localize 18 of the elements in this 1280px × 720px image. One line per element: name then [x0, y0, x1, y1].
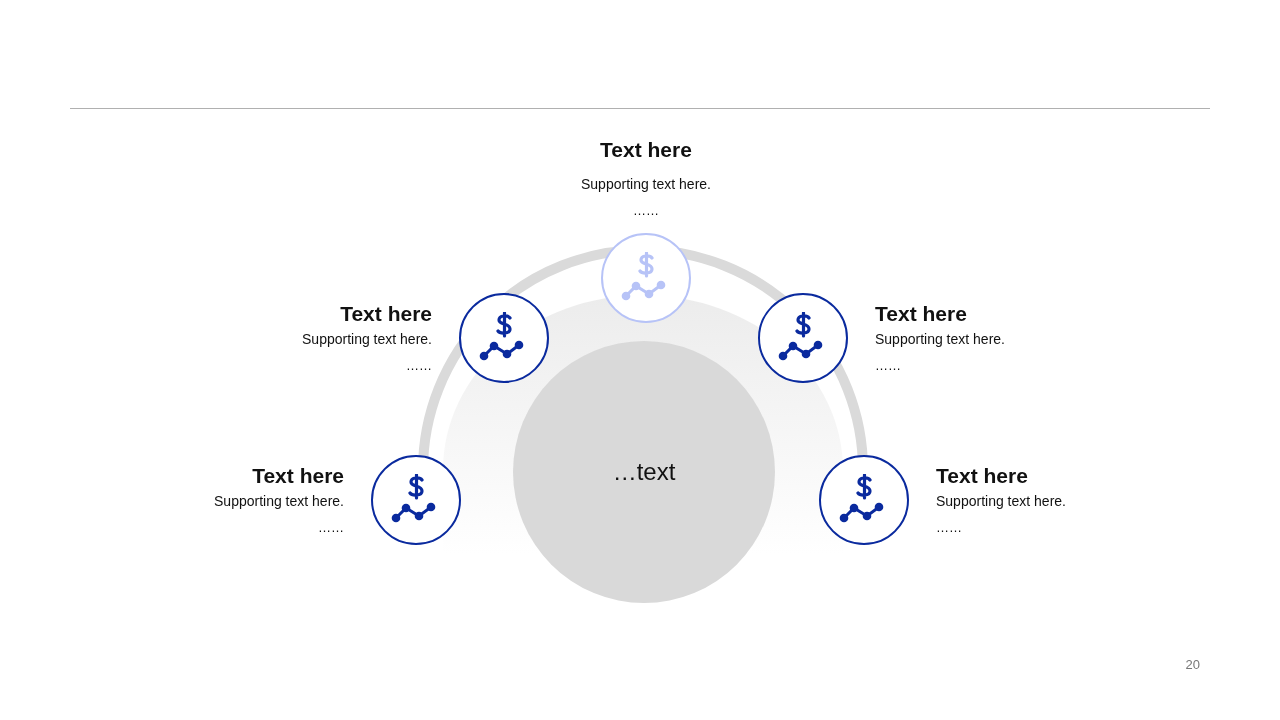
heading: Text here [252, 464, 344, 488]
supporting-text: Supporting text here. [302, 331, 432, 347]
ellipsis-text: …… [318, 520, 344, 535]
center-text: …text [612, 458, 676, 486]
heading: Text here [875, 302, 967, 326]
heading: Text here [599, 138, 693, 162]
heading: Text here [340, 302, 432, 326]
ellipsis-text: …… [406, 358, 432, 373]
supporting-text: Supporting text here. [214, 493, 344, 509]
ellipsis-text: …… [936, 520, 962, 535]
supporting-text: Supporting text here. [580, 176, 712, 192]
ellipsis-text: …… [875, 358, 901, 373]
icon-circle [459, 293, 549, 383]
ellipsis-text: …… [632, 203, 660, 218]
supporting-text: Supporting text here. [936, 493, 1066, 509]
page-number: 20 [1185, 657, 1200, 672]
heading: Text here [936, 464, 1028, 488]
supporting-text: Supporting text here. [875, 331, 1005, 347]
